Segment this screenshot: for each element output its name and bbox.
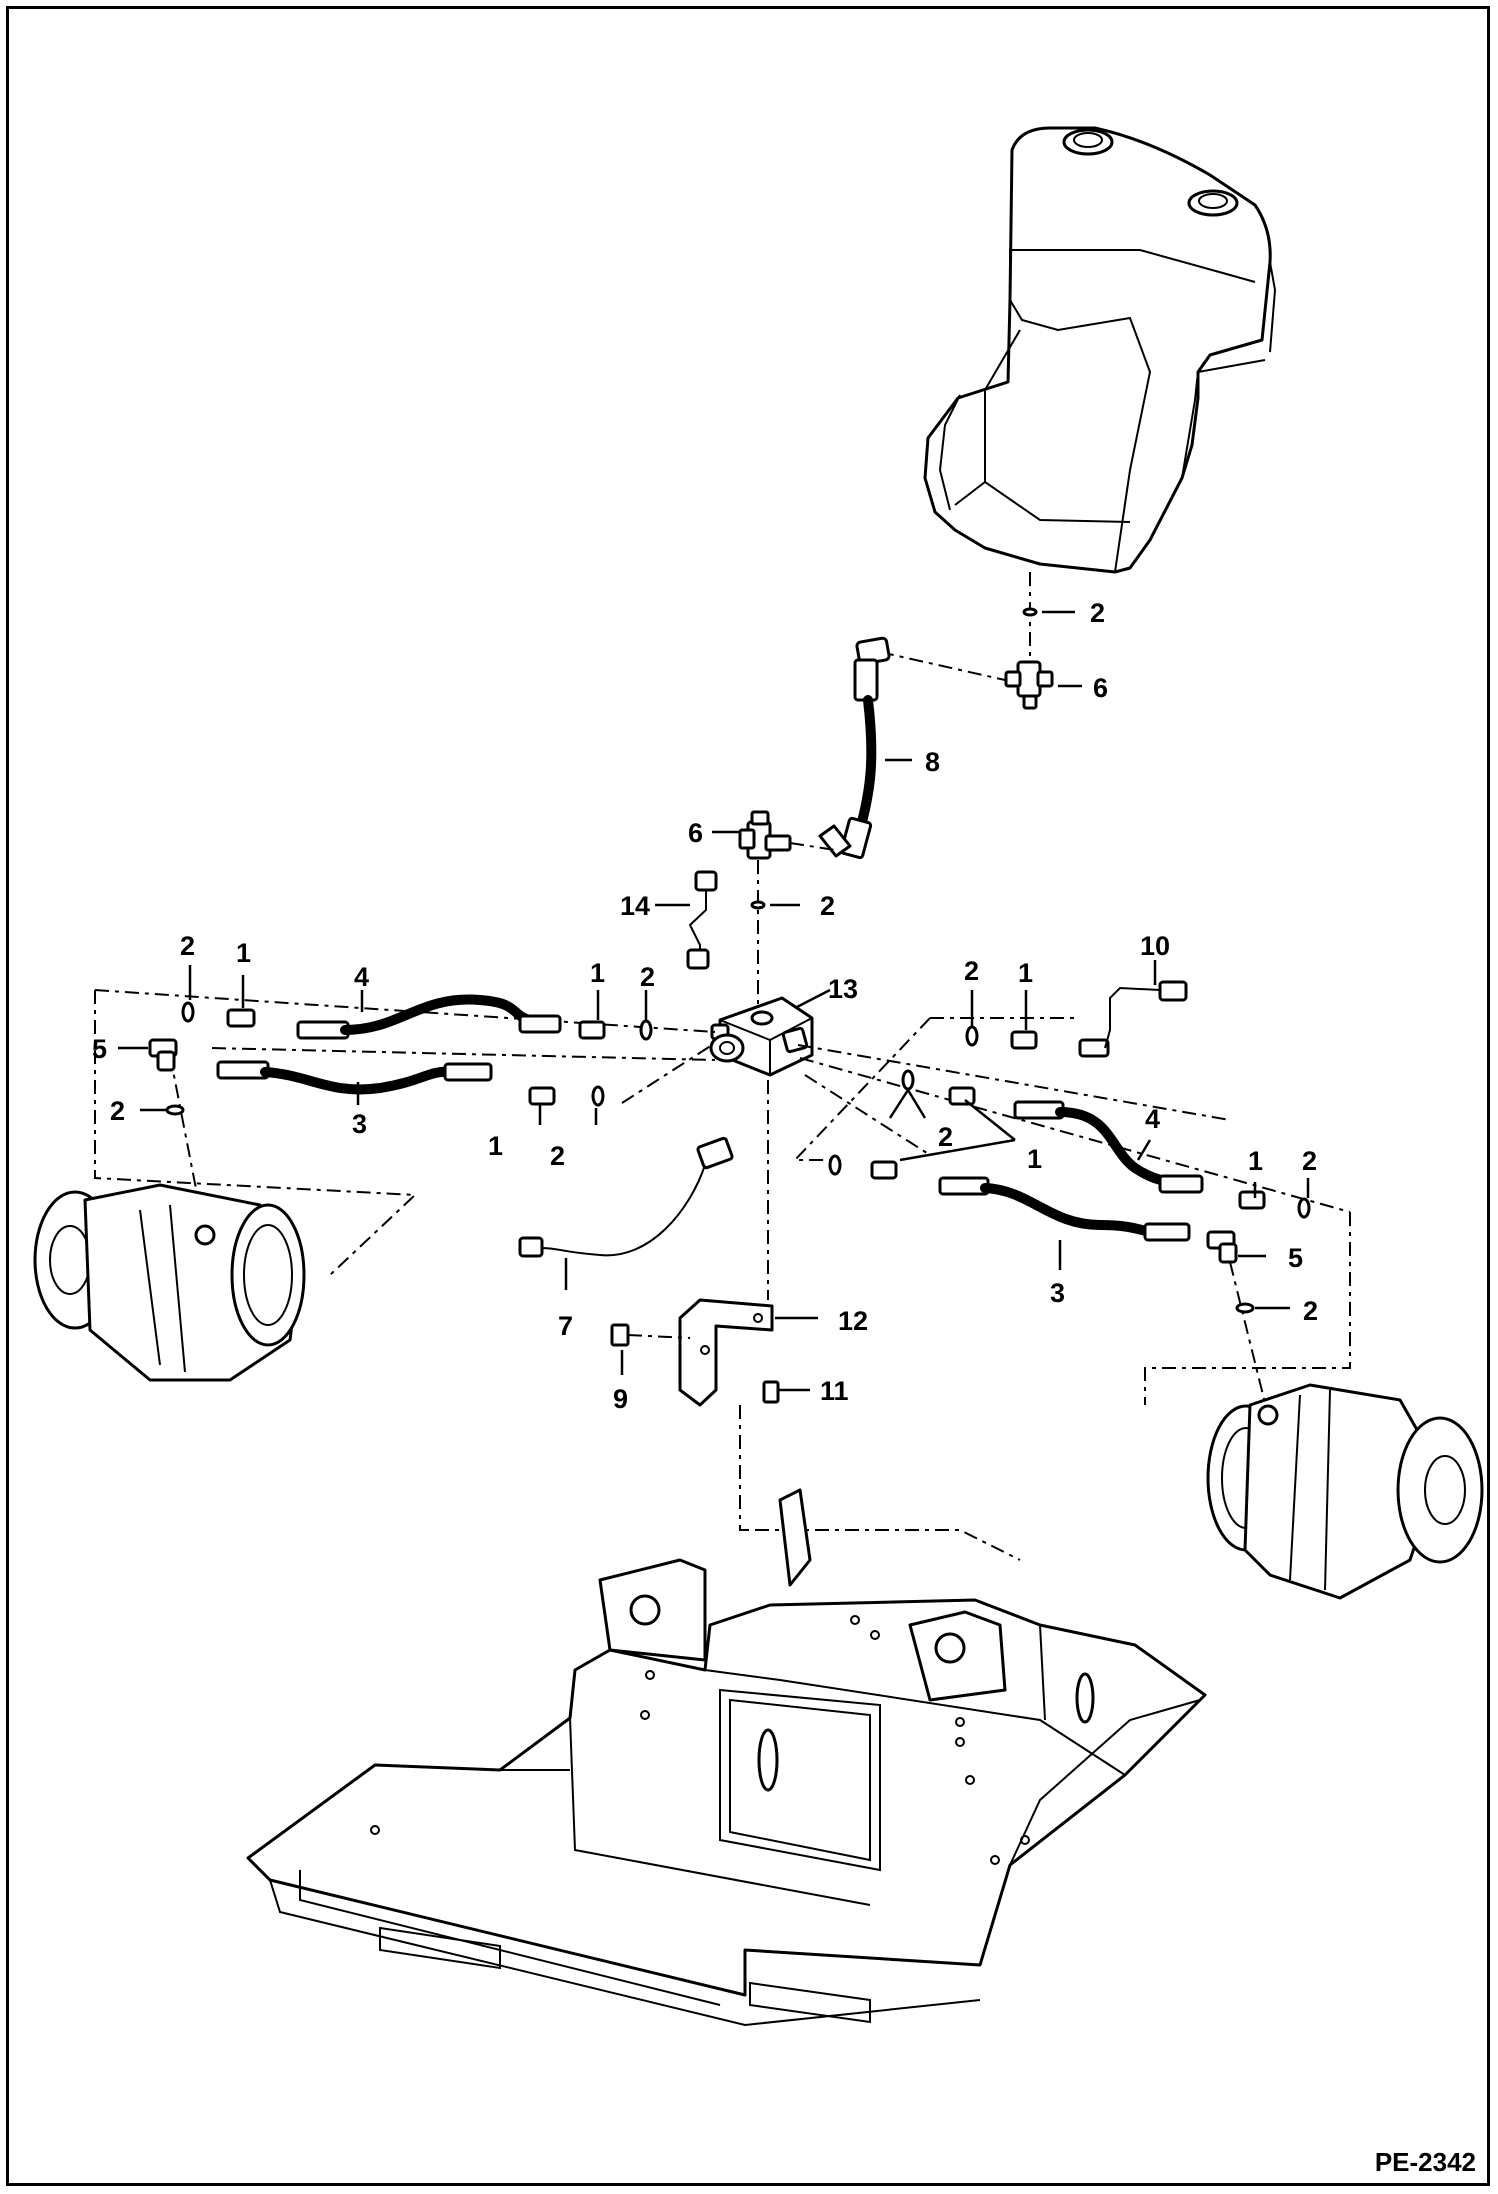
- harness-7: [518, 1136, 734, 1258]
- callout-6: 6: [688, 818, 703, 848]
- tee-fitting-top: [1004, 660, 1054, 710]
- hydraulic-tank: [923, 126, 1277, 574]
- main-frame: [246, 1488, 1207, 2027]
- hose-4-left: [296, 994, 562, 1040]
- adapter-fitting: [1238, 1190, 1266, 1210]
- adapter-fitting: [870, 1160, 898, 1180]
- bracket-12: [678, 1298, 774, 1407]
- callout-5: 5: [92, 1034, 107, 1064]
- callout-2: 2: [180, 931, 195, 961]
- elbow-fitting-5-left: [148, 1038, 178, 1072]
- callout-1: 1: [488, 1131, 503, 1161]
- bolt-11: [762, 1380, 780, 1404]
- leader-lines: [118, 610, 1310, 1392]
- callout-2: 2: [110, 1096, 125, 1126]
- hose-3-right: [938, 1176, 1191, 1242]
- callout-2: 2: [964, 956, 979, 986]
- adapter-fitting: [528, 1086, 556, 1106]
- elbow-fitting-5-right: [1206, 1230, 1238, 1264]
- callout-1: 1: [236, 938, 251, 968]
- callout-3: 3: [1050, 1278, 1065, 1308]
- hose-4-right: [1013, 1100, 1204, 1194]
- callout-12: 12: [838, 1306, 868, 1336]
- callout-11: 11: [820, 1376, 849, 1406]
- callout-13: 13: [828, 974, 858, 1004]
- callout-8: 8: [925, 747, 940, 777]
- callout-1: 1: [590, 958, 605, 988]
- figure-code: PE-2342: [1374, 2147, 1476, 2177]
- callout-2: 2: [640, 962, 655, 992]
- callout-2: 2: [1090, 598, 1105, 628]
- callout-9: 9: [613, 1384, 628, 1414]
- callout-6: 6: [1093, 673, 1108, 703]
- callout-5: 5: [1288, 1243, 1303, 1273]
- drive-motor-right: [1206, 1383, 1484, 1600]
- callout-2: 2: [1302, 1146, 1317, 1176]
- manifold-block-13: [709, 996, 814, 1077]
- callout-3: 3: [352, 1109, 367, 1139]
- callout-7: 7: [558, 1311, 573, 1341]
- adapter-fitting: [948, 1086, 976, 1106]
- bolt-9: [610, 1323, 630, 1347]
- callout-1: 1: [1027, 1144, 1042, 1174]
- adapter-fitting: [1010, 1030, 1038, 1050]
- diagram-frame: [6, 6, 1490, 2186]
- drive-motor-left: [33, 1183, 306, 1382]
- callout-2: 2: [1303, 1296, 1318, 1326]
- callout-2: 2: [938, 1122, 953, 1152]
- hose-3-left: [216, 1060, 493, 1095]
- callout-1: 1: [1018, 958, 1033, 988]
- callout-2: 2: [550, 1141, 565, 1171]
- callout-1: 1: [1248, 1146, 1263, 1176]
- adapter-fitting: [578, 1020, 606, 1040]
- harness-14: [686, 870, 718, 970]
- callout-10: 10: [1140, 931, 1170, 961]
- adapter-fitting: [226, 1008, 256, 1028]
- tube-10: [1078, 980, 1188, 1058]
- callout-4: 4: [354, 962, 369, 992]
- callout-4: 4: [1145, 1104, 1160, 1134]
- callouts: 2 6 8 6 2 14 2 1 4 1 2 13 2 1 10 5 2 3 1…: [92, 598, 1318, 1414]
- callout-14: 14: [620, 891, 650, 921]
- o-ring: [1022, 607, 1038, 617]
- hose-8: [818, 636, 891, 860]
- callout-2: 2: [820, 891, 835, 921]
- tee-fitting-mid: [738, 810, 792, 860]
- o-ring: [750, 900, 766, 910]
